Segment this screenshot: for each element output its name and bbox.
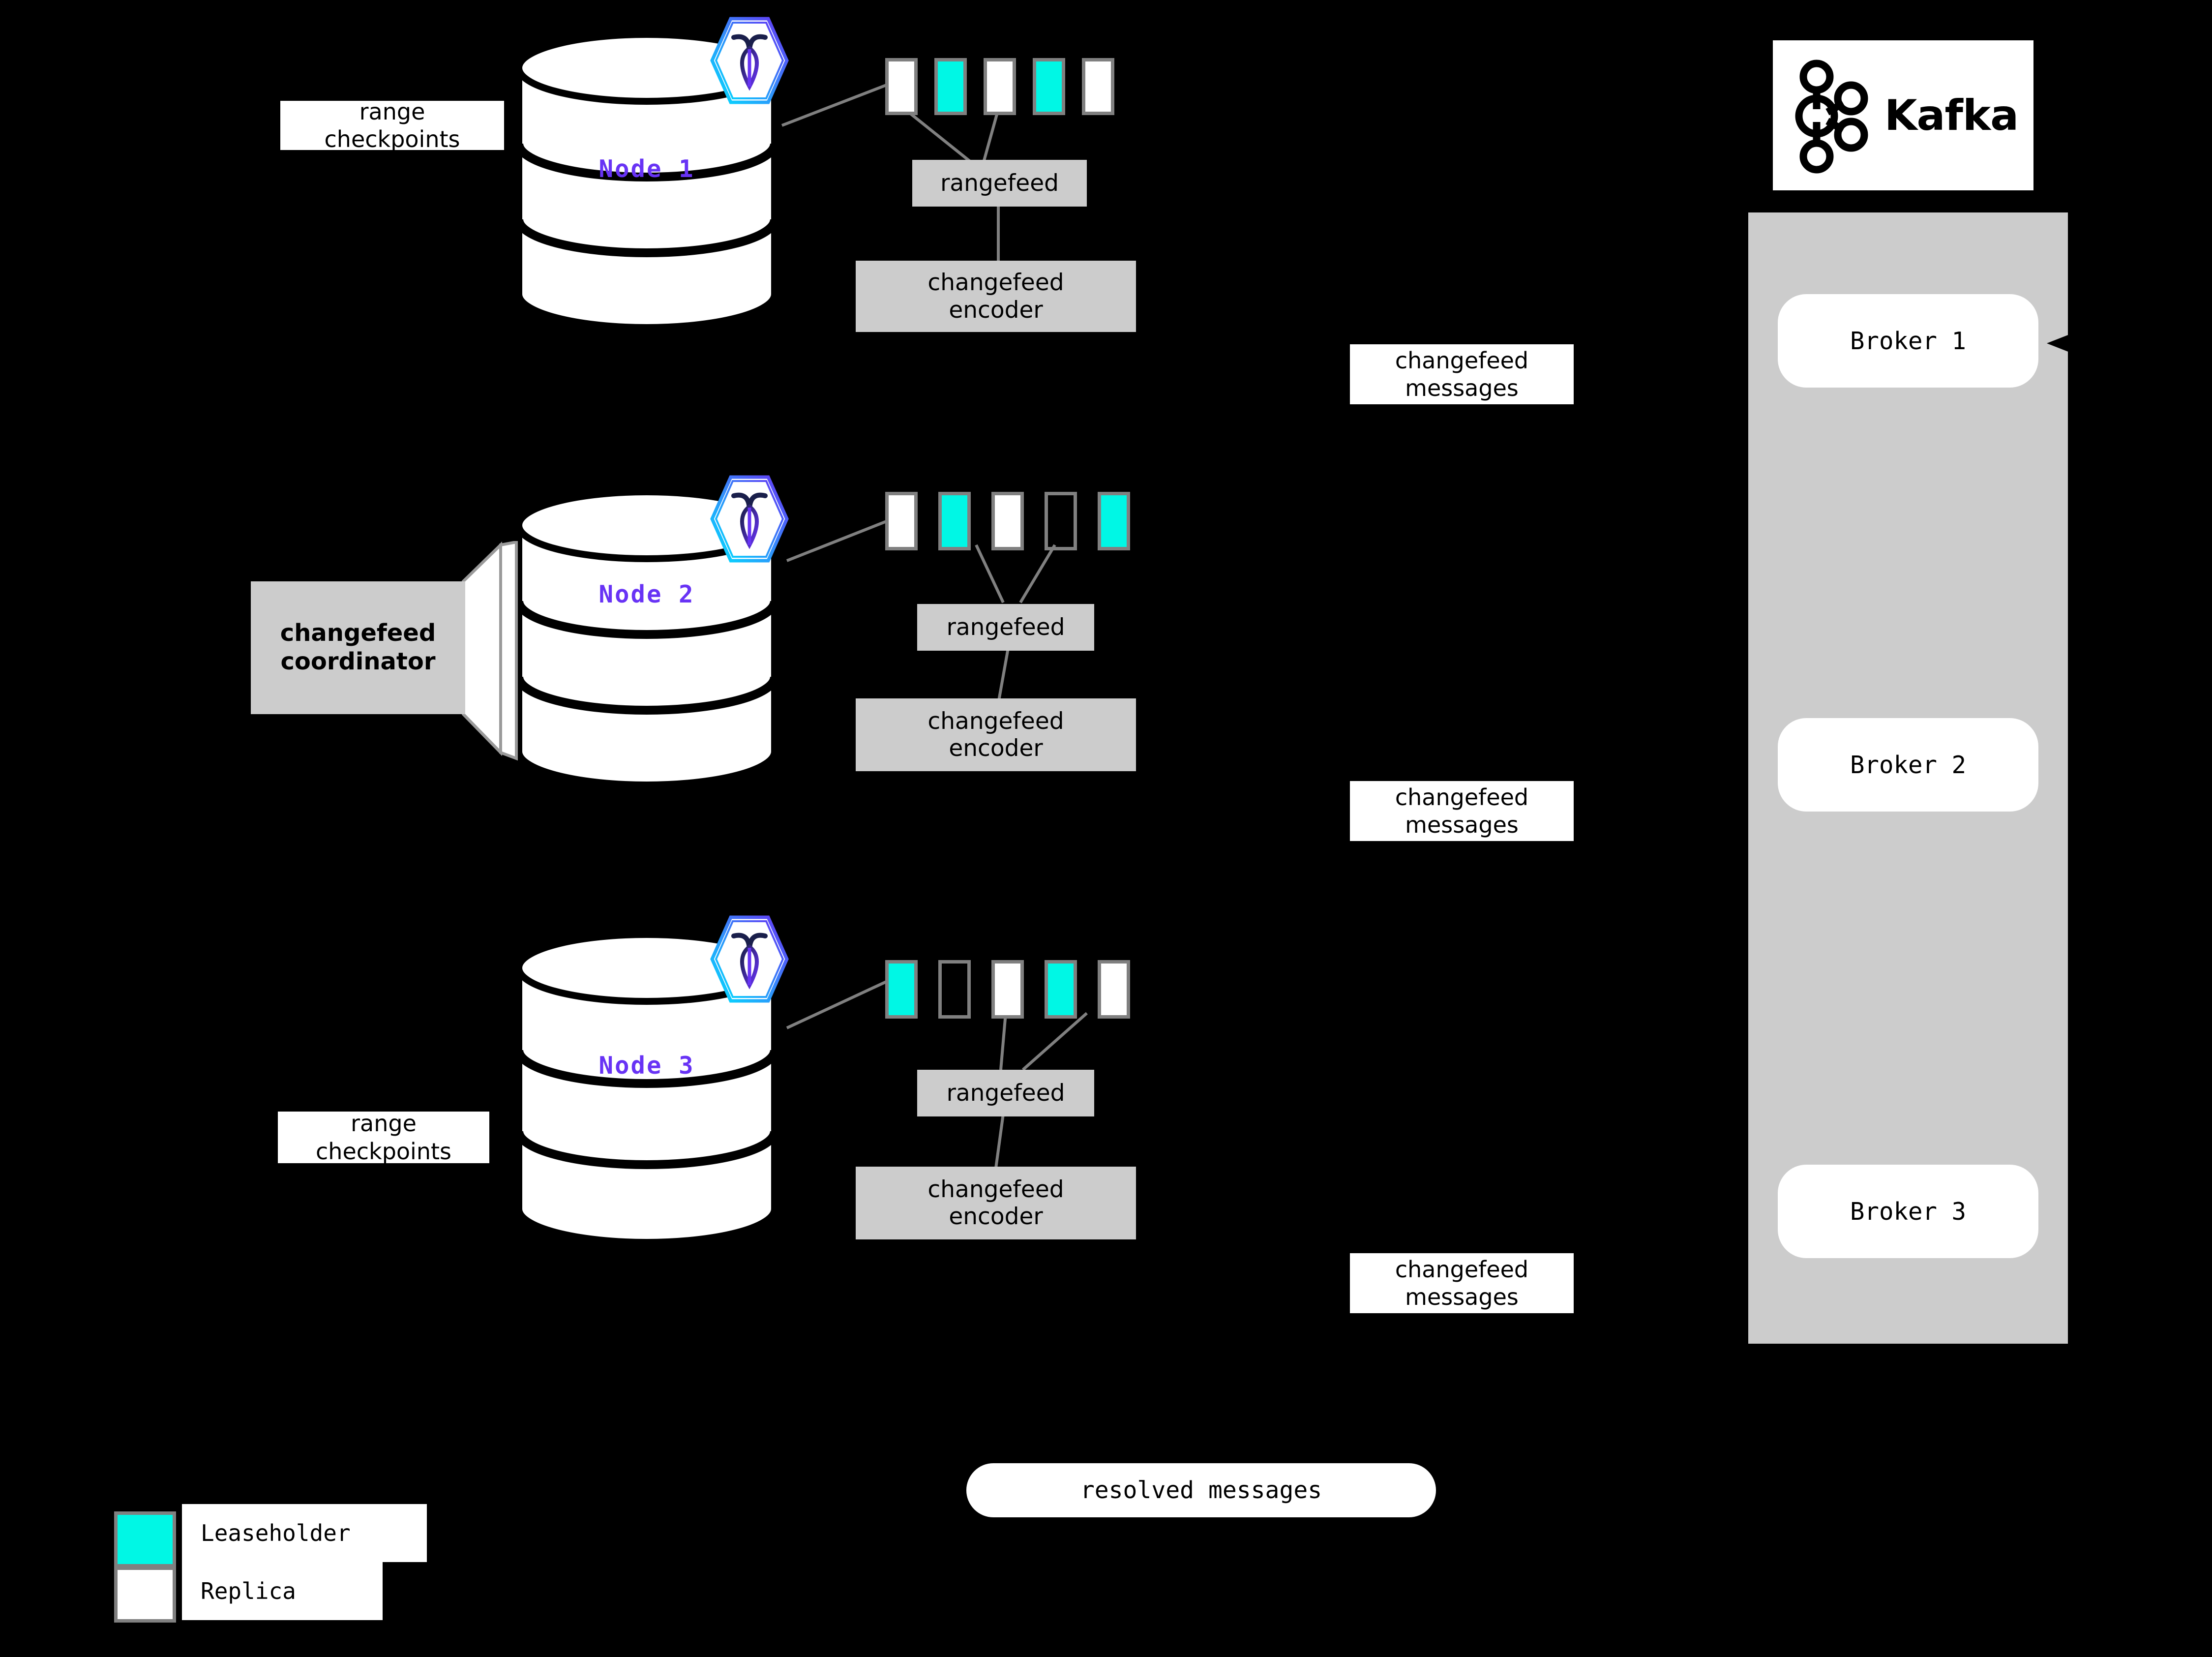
range-replica[interactable] xyxy=(991,492,1024,550)
kafka-logo-text: Kafka xyxy=(1884,90,2019,140)
encoder-line-1: changefeed xyxy=(927,1175,1064,1203)
caption-line-1: range xyxy=(351,1110,417,1137)
broker-arrowheads xyxy=(2047,334,2069,352)
node-1-changefeed-encoder-box[interactable]: changefeed encoder xyxy=(856,261,1136,332)
coordinator-line-2: coordinator xyxy=(280,648,436,675)
node-3-range-checkpoints-caption: range checkpoints xyxy=(278,1110,489,1165)
broker-3[interactable]: Broker 3 xyxy=(1778,1165,2038,1258)
node-2-cylinder: Node 2 xyxy=(514,487,779,792)
cockroachdb-logo-icon xyxy=(708,912,791,1008)
range-replica[interactable] xyxy=(885,492,918,550)
node-2-label: Node 2 xyxy=(598,580,695,608)
range-empty[interactable] xyxy=(1045,492,1077,550)
range-leaseholder[interactable] xyxy=(1098,492,1130,550)
changefeed-coordinator-box[interactable]: changefeed coordinator xyxy=(251,581,465,714)
coordinator-line-1: changefeed xyxy=(280,619,436,647)
messages-line-2: messages xyxy=(1405,375,1519,401)
node-3-cylinder: Node 3 xyxy=(514,930,779,1249)
node-1-rangefeed-box[interactable]: rangefeed xyxy=(912,160,1087,207)
messages-line-2: messages xyxy=(1405,1284,1519,1310)
encoder-line-1: changefeed xyxy=(927,707,1064,735)
node-1-label: Node 1 xyxy=(598,155,695,183)
caption-line-2: checkpoints xyxy=(316,1138,451,1165)
encoder-line-1: changefeed xyxy=(927,269,1064,297)
messages-line-1: changefeed xyxy=(1395,1256,1529,1283)
encoder-line-2: encoder xyxy=(949,735,1043,762)
kafka-logo: Kafka xyxy=(1773,40,2033,190)
encoder-line-2: encoder xyxy=(949,1203,1043,1230)
caption-line-1: range xyxy=(359,98,425,125)
node-3-label: Node 3 xyxy=(598,1052,695,1080)
cockroachdb-logo-icon xyxy=(708,14,791,109)
node-3-changefeed-encoder-box[interactable]: changefeed encoder xyxy=(856,1167,1136,1239)
range-leaseholder[interactable] xyxy=(938,492,971,550)
legend-swatch-replica xyxy=(114,1567,176,1623)
node-1-range-checkpoints-caption: range checkpoints xyxy=(280,98,504,152)
legend-label-replica: Replica xyxy=(182,1562,383,1620)
range-replica[interactable] xyxy=(1098,960,1130,1019)
legend-swatch-leaseholder xyxy=(114,1511,176,1567)
resolved-messages-pill[interactable]: resolved messages xyxy=(966,1463,1436,1517)
range-leaseholder[interactable] xyxy=(885,960,918,1019)
messages-line-1: changefeed xyxy=(1395,783,1529,811)
range-replica[interactable] xyxy=(1082,58,1114,115)
broker-2[interactable]: Broker 2 xyxy=(1778,718,2038,812)
range-leaseholder[interactable] xyxy=(1045,960,1077,1019)
range-replica[interactable] xyxy=(885,58,918,115)
kafka-logo-icon xyxy=(1795,60,1868,173)
legend-label-leaseholder: Leaseholder xyxy=(182,1504,427,1562)
range-replica[interactable] xyxy=(991,960,1024,1019)
node-2-changefeed-messages-label: changefeed messages xyxy=(1350,781,1574,841)
range-leaseholder[interactable] xyxy=(934,58,967,115)
range-leaseholder[interactable] xyxy=(1033,58,1065,115)
messages-line-2: messages xyxy=(1405,812,1519,838)
node-3-changefeed-messages-label: changefeed messages xyxy=(1350,1253,1574,1313)
cockroachdb-logo-icon xyxy=(708,472,791,568)
node-2-rangefeed-box[interactable]: rangefeed xyxy=(917,604,1094,651)
node-1-changefeed-messages-label: changefeed messages xyxy=(1350,344,1574,404)
messages-line-1: changefeed xyxy=(1395,347,1529,374)
caption-line-2: checkpoints xyxy=(324,126,460,152)
range-empty[interactable] xyxy=(938,960,971,1019)
changefeed-coordinator-callout: changefeed coordinator xyxy=(241,541,536,762)
broker-1[interactable]: Broker 1 xyxy=(1778,294,2038,388)
node-2-changefeed-encoder-box[interactable]: changefeed encoder xyxy=(856,698,1136,771)
encoder-line-2: encoder xyxy=(949,296,1043,324)
node-1-cylinder: Node 1 xyxy=(514,30,779,334)
range-replica[interactable] xyxy=(984,58,1016,115)
node-3-rangefeed-box[interactable]: rangefeed xyxy=(917,1070,1094,1116)
